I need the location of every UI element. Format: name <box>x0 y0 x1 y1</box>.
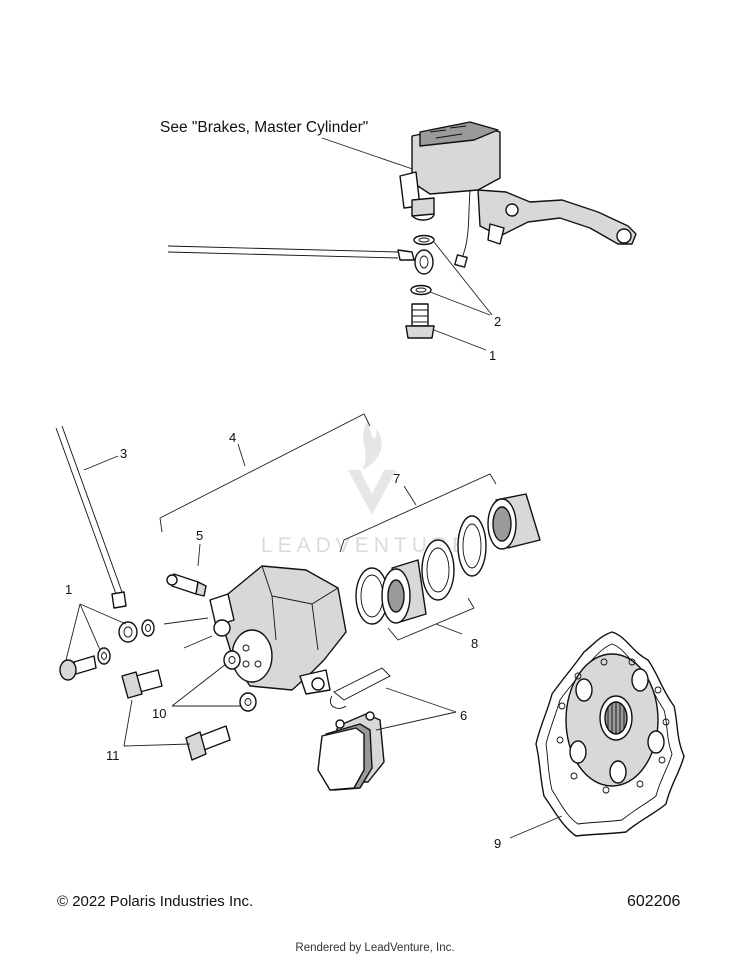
callout-7[interactable]: 7 <box>393 471 400 486</box>
callout-1-top[interactable]: 1 <box>489 348 496 363</box>
upper-brake-line <box>167 245 434 275</box>
callout-7-bracket <box>339 473 497 553</box>
callout-8[interactable]: 8 <box>471 636 478 651</box>
callout-3[interactable]: 3 <box>120 446 127 461</box>
mount-washer-lower <box>239 692 257 712</box>
callout-4-bracket <box>159 413 371 533</box>
caliper-seal-3 <box>457 515 487 577</box>
brake-caliper <box>209 565 347 695</box>
callout-10[interactable]: 10 <box>152 706 166 721</box>
upper-washer-top <box>413 234 435 246</box>
callout-6[interactable]: 6 <box>460 708 467 723</box>
upper-banjo-bolt <box>405 303 435 339</box>
callout-1-left[interactable]: 1 <box>65 582 72 597</box>
mount-bolt-upper <box>121 669 163 699</box>
hose-washer-left <box>97 647 111 665</box>
brake-disc <box>535 631 685 837</box>
watermark-text: LEADVENTURE <box>261 534 471 557</box>
hose-banjo-bolt <box>59 655 97 681</box>
diagram-number: 602206 <box>627 893 681 910</box>
brake-pad-spring <box>330 667 391 709</box>
callout-11[interactable]: 11 <box>106 748 120 763</box>
bleeder-valve <box>166 573 207 597</box>
callout-9[interactable]: 9 <box>494 836 501 851</box>
watermark-logo <box>348 420 396 515</box>
master-cylinder-reference-note[interactable]: See "Brakes, Master Cylinder" <box>160 119 368 136</box>
master-cylinder-assembly <box>399 121 637 268</box>
mount-bolt-lower <box>185 725 231 761</box>
brake-pads <box>317 711 385 791</box>
hose-washer-right <box>141 619 155 637</box>
caliper-piston-outer <box>487 493 541 550</box>
rendered-by-credit: Rendered by LeadVenture, Inc. <box>295 942 455 954</box>
upper-washer-bottom <box>410 284 432 296</box>
callout-4[interactable]: 4 <box>229 430 236 445</box>
callout-2[interactable]: 2 <box>494 314 501 329</box>
caliper-piston-inner <box>381 559 427 624</box>
mount-washer-upper <box>223 650 241 670</box>
brake-hose <box>55 425 138 643</box>
copyright-notice: © 2022 Polaris Industries Inc. <box>57 893 254 910</box>
callout-5[interactable]: 5 <box>196 528 203 543</box>
